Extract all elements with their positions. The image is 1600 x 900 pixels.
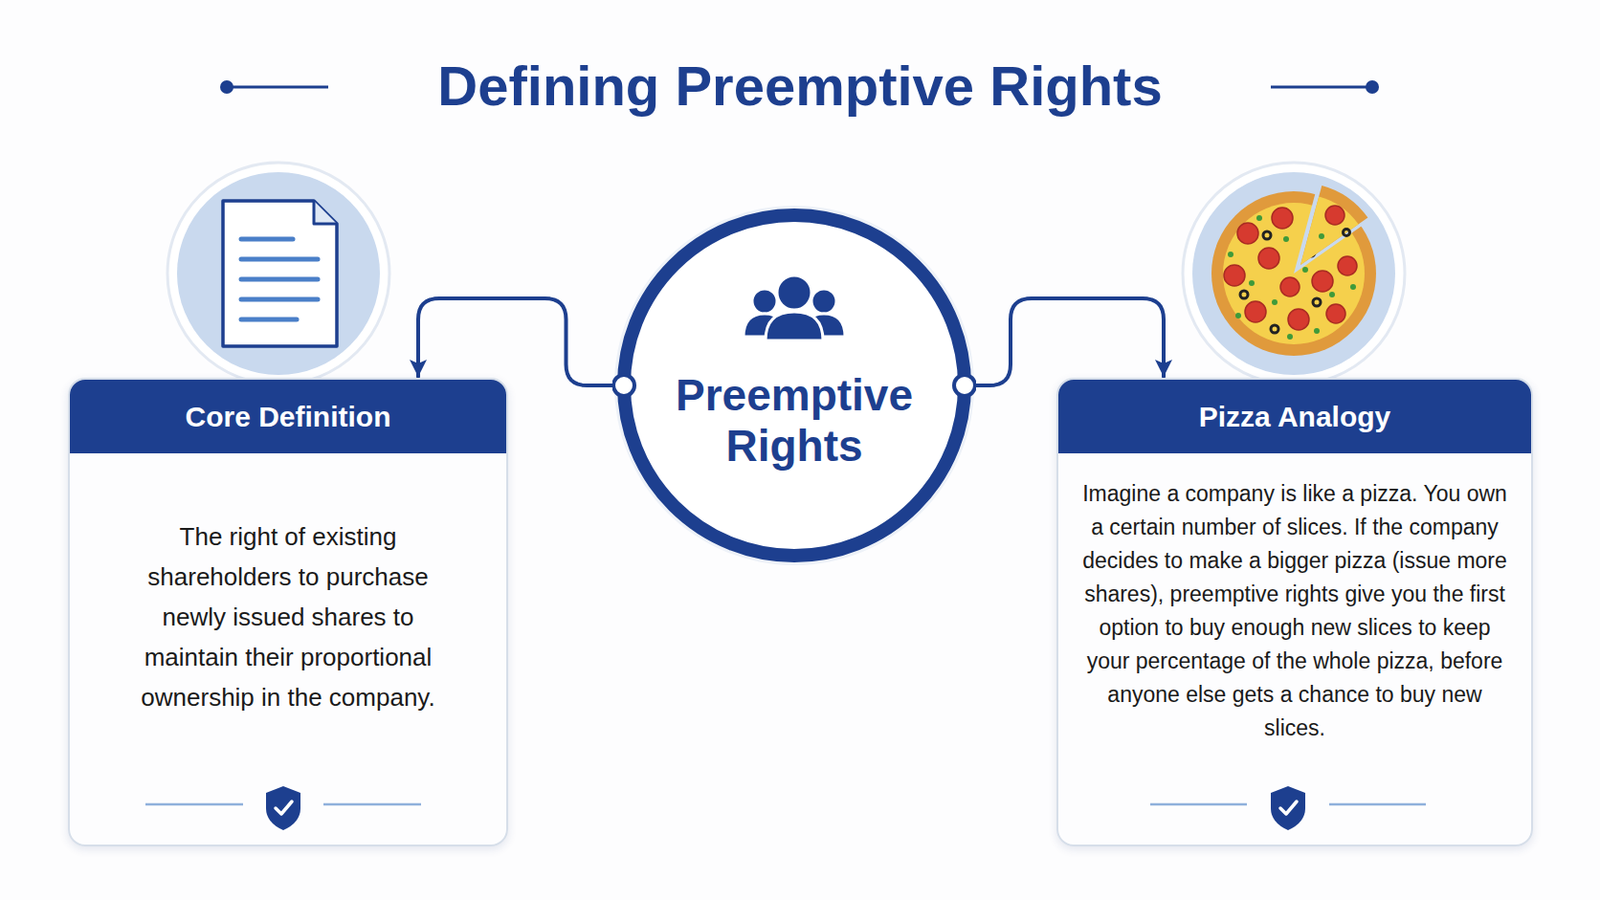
title-rule [1365, 80, 1379, 94]
pizza-icon [1182, 162, 1405, 385]
pizza-icon [1313, 328, 1320, 334]
pizza-icon [1300, 197, 1359, 267]
pizza-icon [1244, 301, 1267, 323]
shield-ornament [275, 801, 292, 815]
document-icon [313, 200, 337, 224]
pizza-icon [1283, 236, 1289, 243]
connector-dot [954, 375, 976, 397]
document-icon [167, 162, 390, 385]
document-icon [241, 277, 318, 283]
shield-ornament [1270, 786, 1306, 831]
pizza-icon [1240, 290, 1248, 299]
pizza-icon [1287, 333, 1293, 340]
pizza-icon [1300, 185, 1368, 266]
shield-ornament [1150, 803, 1247, 807]
people-icon [752, 288, 778, 314]
document-icon [167, 162, 390, 385]
people-icon [811, 288, 837, 314]
pizza-icon [1326, 304, 1346, 324]
shield-ornament [266, 786, 301, 831]
pizza-icon [1280, 277, 1300, 297]
card-body: Imagine a company is like a pizza. You o… [1078, 477, 1512, 746]
flow-arrow [418, 298, 624, 386]
flow-arrow [964, 298, 1164, 386]
people-icon [765, 311, 823, 341]
shield-ornament [1329, 803, 1426, 807]
title-rule [220, 80, 234, 94]
document-icon [241, 239, 318, 320]
pizza-icon [1312, 298, 1321, 307]
people-icon [743, 275, 845, 341]
pizza-icon [1271, 299, 1278, 306]
pizza-icon [1211, 185, 1377, 356]
pizza-icon [1211, 191, 1377, 356]
pizza-icon [1302, 266, 1309, 273]
card-heading: Core Definition [69, 379, 507, 454]
pizza-icon [1311, 270, 1334, 292]
document-icon [241, 237, 293, 243]
title-rule [226, 86, 329, 89]
info-card: Core DefinitionThe right of existing sha… [67, 377, 509, 847]
diagram-title: Defining Preemptive Rights [0, 47, 1600, 125]
pizza-icon [1300, 185, 1368, 266]
circle-ring [623, 215, 965, 556]
shield-ornament [1280, 801, 1297, 815]
shield-ornament [145, 803, 244, 807]
info-card: Pizza AnalogyImagine a company is like a… [1056, 377, 1534, 847]
pizza-icon [1350, 284, 1356, 290]
pizza-icon [1270, 325, 1279, 334]
pizza-icon [1227, 251, 1234, 258]
concept-label: Preemptive Rights [650, 370, 938, 472]
pizza-icon [1248, 280, 1255, 287]
document-icon [177, 172, 380, 376]
pizza-icon [1182, 162, 1405, 385]
pizza-icon [1237, 222, 1259, 245]
card-body: The right of existing shareholders to pu… [123, 516, 454, 718]
connector-dot [613, 375, 635, 397]
pizza-icon [1235, 312, 1242, 319]
people-icon [777, 275, 812, 311]
pizza-icon [1337, 256, 1357, 276]
concept-circle: Preemptive Rights [612, 203, 977, 568]
document-icon [241, 257, 318, 263]
shield-ornament [145, 786, 1426, 831]
pizza-icon [1343, 229, 1351, 237]
pizza-icon [1271, 207, 1293, 229]
document-icon [241, 297, 318, 303]
pizza-icon [1318, 233, 1325, 240]
pizza-icon [1263, 231, 1271, 240]
circle-halo [614, 205, 975, 566]
pizza-icon [1192, 172, 1396, 376]
pizza-icon [1329, 291, 1335, 298]
document-icon [222, 200, 337, 347]
pizza-icon [1256, 215, 1263, 222]
shield-ornament [323, 803, 422, 807]
pizza-icon [1288, 309, 1310, 331]
pizza-icon [1258, 247, 1280, 269]
title-rule [1270, 86, 1373, 89]
pizza-icon [1325, 205, 1345, 225]
pizza-icon [1223, 265, 1245, 287]
card-heading: Pizza Analogy [1058, 379, 1532, 454]
document-icon [241, 317, 297, 323]
